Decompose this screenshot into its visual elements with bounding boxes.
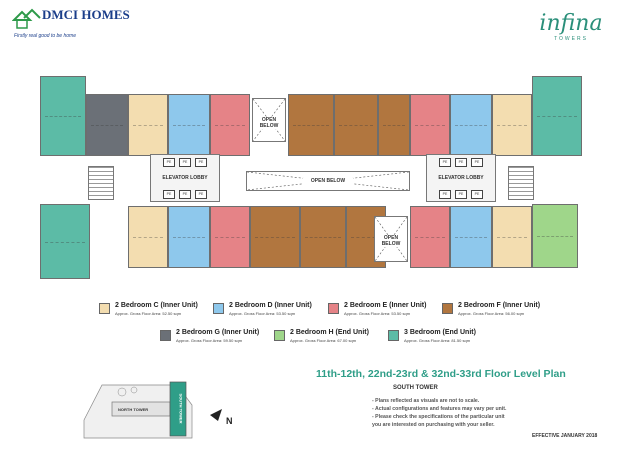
elevator-core-left: PE PE PE ELEVATOR LOBBY PE PE PE bbox=[150, 154, 220, 202]
legend-swatch bbox=[160, 330, 171, 341]
note-line: you are interested on purchasing with yo… bbox=[372, 422, 495, 428]
unit-2br-f-upper-2 bbox=[334, 94, 378, 156]
elevator-icon: PE bbox=[179, 190, 191, 199]
legend-swatch bbox=[99, 303, 110, 314]
dmci-logo: DMCI HOMES Firstly real good to be home bbox=[11, 6, 130, 46]
elevator-icon: PE bbox=[471, 158, 483, 167]
floor-plan: OPEN BELOW PE PE PE ELEVATOR LOBBY PE PE… bbox=[40, 76, 600, 281]
elevator-icon: PE bbox=[195, 158, 207, 167]
legend-label: 2 Bedroom G (Inner Unit) bbox=[176, 329, 260, 336]
unit-2br-c-upper-left bbox=[128, 94, 168, 156]
unit-2br-f-upper-1 bbox=[288, 94, 334, 156]
key-plan: NORTH TOWER SOUTH TOWER N bbox=[82, 380, 242, 440]
legend-swatch bbox=[213, 303, 224, 314]
legend-area: Approx. Gross Floor Area: 53.50 sqm bbox=[229, 311, 296, 316]
legend-label: 2 Bedroom E (Inner Unit) bbox=[344, 302, 427, 309]
unit-2br-f-lower-1 bbox=[250, 206, 300, 268]
open-below-label: OPEN BELOW bbox=[375, 235, 407, 247]
unit-2br-f-upper-3 bbox=[378, 94, 410, 156]
legend-item: 2 Bedroom G (Inner Unit) Approx. Gross F… bbox=[160, 329, 270, 346]
elevator-lobby-label: ELEVATOR LOBBY bbox=[162, 175, 208, 181]
stair-left bbox=[88, 166, 114, 200]
unit-2br-d-upper-left bbox=[168, 94, 210, 156]
legend-item: 2 Bedroom F (Inner Unit) Approx. Gross F… bbox=[442, 302, 552, 319]
elevator-icon: PE bbox=[163, 158, 175, 167]
house-icon bbox=[11, 8, 42, 30]
elevator-icon: PE bbox=[455, 158, 467, 167]
legend-label: 2 Bedroom F (Inner Unit) bbox=[458, 302, 541, 309]
legend-swatch bbox=[388, 330, 399, 341]
north-mark: N bbox=[226, 416, 233, 426]
unit-2br-d-upper-right bbox=[450, 94, 492, 156]
elevator-icon: PE bbox=[439, 158, 451, 167]
infina-brand: infina TOWERS bbox=[536, 12, 606, 60]
legend-area: Approx. Gross Floor Area: 81.50 sqm bbox=[404, 338, 471, 343]
unit-2br-d-lower-right bbox=[450, 206, 492, 268]
unit-3br-upper-left bbox=[40, 76, 86, 156]
open-below-label: OPEN BELOW bbox=[303, 178, 353, 184]
tower-name: SOUTH TOWER bbox=[393, 385, 438, 391]
legend-area: Approx. Gross Floor Area: 56.00 sqm bbox=[458, 311, 525, 316]
unit-2br-e-upper-left bbox=[210, 94, 250, 156]
legend-item: 2 Bedroom E (Inner Unit) Approx. Gross F… bbox=[328, 302, 438, 319]
legend-item: 2 Bedroom D (Inner Unit) Approx. Gross F… bbox=[213, 302, 323, 319]
legend-label: 2 Bedroom H (End Unit) bbox=[290, 329, 369, 336]
unit-2br-f-lower-2 bbox=[300, 206, 346, 268]
elevator-icon: PE bbox=[195, 190, 207, 199]
north-tower-label: NORTH TOWER bbox=[118, 407, 149, 412]
legend-swatch bbox=[328, 303, 339, 314]
brand-name: infina bbox=[539, 11, 603, 36]
legend-label: 2 Bedroom C (Inner Unit) bbox=[115, 302, 198, 309]
legend-area: Approx. Gross Floor Area: 59.50 sqm bbox=[176, 338, 243, 343]
unit-3br-lower-left bbox=[40, 204, 90, 279]
unit-2br-c-upper-right bbox=[492, 94, 532, 156]
unit-2br-e-lower-left bbox=[210, 206, 250, 268]
note-line: - Please check the specifications of the… bbox=[372, 414, 505, 420]
open-below-label: OPEN BELOW bbox=[253, 117, 285, 129]
legend-area: Approx. Gross Floor Area: 52.50 sqm bbox=[115, 311, 182, 316]
effective-date: EFFECTIVE JANUARY 2018 bbox=[532, 433, 598, 439]
open-below-center: OPEN BELOW bbox=[246, 171, 410, 191]
legend-label: 2 Bedroom D (Inner Unit) bbox=[229, 302, 312, 309]
elevator-lobby-label: ELEVATOR LOBBY bbox=[438, 175, 484, 181]
unit-2br-h-lower-right bbox=[532, 204, 578, 268]
legend-swatch bbox=[274, 330, 285, 341]
developer-tagline: Firstly real good to be home bbox=[14, 33, 76, 39]
unit-2br-d-lower-left bbox=[168, 206, 210, 268]
elevator-icon: PE bbox=[163, 190, 175, 199]
legend-label: 3 Bedroom (End Unit) bbox=[404, 329, 476, 336]
elevator-icon: PE bbox=[455, 190, 467, 199]
open-below-upper: OPEN BELOW bbox=[252, 98, 286, 142]
notes: - Plans reflected as visuals are not to … bbox=[372, 397, 506, 429]
floor-plan-title: 11th-12th, 22nd-23rd & 32nd-33rd Floor L… bbox=[316, 368, 566, 380]
unit-2br-g-upper-left bbox=[86, 94, 128, 156]
note-line: - Actual configurations and features may… bbox=[372, 406, 507, 412]
brand-sub: TOWERS bbox=[554, 36, 588, 42]
north-arrow-icon bbox=[210, 408, 224, 426]
unit-2br-e-upper-right bbox=[410, 94, 450, 156]
unit-2br-c-lower-left bbox=[128, 206, 168, 268]
south-tower-label: SOUTH TOWER bbox=[178, 393, 184, 424]
note-line: - Plans reflected as visuals are not to … bbox=[372, 398, 480, 404]
open-below-lower: OPEN BELOW bbox=[374, 216, 408, 262]
legend-area: Approx. Gross Floor Area: 53.50 sqm bbox=[344, 311, 411, 316]
elevator-core-right: PE PE PE ELEVATOR LOBBY PE PE PE bbox=[426, 154, 496, 202]
unit-2br-e-lower-right bbox=[410, 206, 450, 268]
elevator-icon: PE bbox=[439, 190, 451, 199]
legend-item: 2 Bedroom C (Inner Unit) Approx. Gross F… bbox=[99, 302, 209, 319]
elevator-icon: PE bbox=[179, 158, 191, 167]
developer-name: DMCI HOMES bbox=[42, 7, 130, 22]
unit-2br-c-lower-right bbox=[492, 206, 532, 268]
elevator-icon: PE bbox=[471, 190, 483, 199]
legend-area: Approx. Gross Floor Area: 67.00 sqm bbox=[290, 338, 357, 343]
legend-swatch bbox=[442, 303, 453, 314]
unit-3br-upper-right bbox=[532, 76, 582, 156]
stair-right bbox=[508, 166, 534, 200]
legend-item: 3 Bedroom (End Unit) Approx. Gross Floor… bbox=[388, 329, 498, 346]
legend-item: 2 Bedroom H (End Unit) Approx. Gross Flo… bbox=[274, 329, 384, 346]
